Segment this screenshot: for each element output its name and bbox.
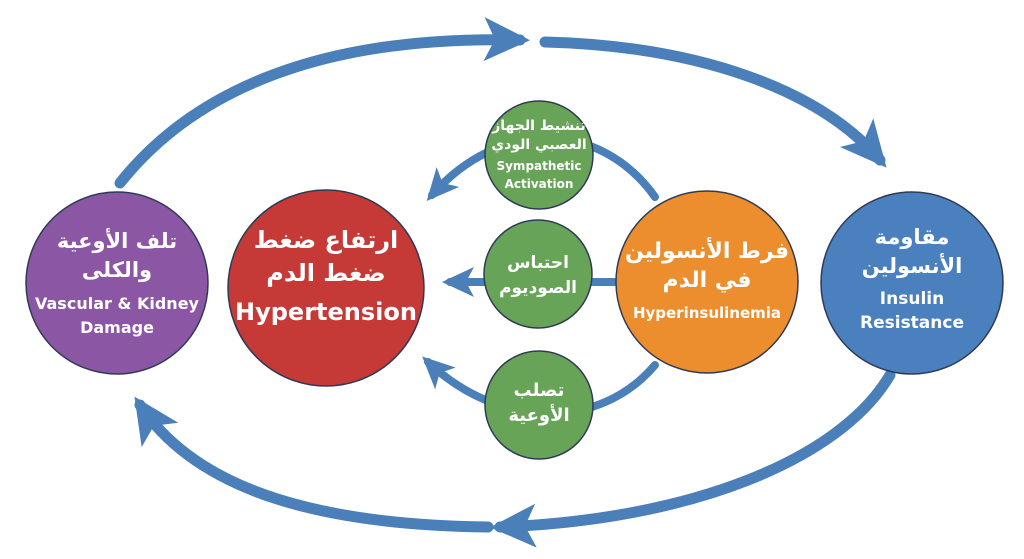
insulin-resistance-en-line1: Insulin xyxy=(880,289,944,309)
hypertension-ar-line1: ارتفاع ضغط xyxy=(254,226,399,254)
hypertension-ar-line2: ضغط الدم xyxy=(266,259,385,287)
hyperinsulinemia-node: فرط الأنسولين في الدم Hyperinsulinemia xyxy=(615,190,799,374)
insulin-resistance-node: مقاومة الأنسولين Insulin Resistance xyxy=(820,191,1004,375)
sympathetic-ar-line2: العصبي الودي xyxy=(491,137,586,154)
sympathetic-en-line1: Sympathetic xyxy=(496,159,581,173)
vascular-kidney-damage-node: تلف الأوعية والكلى Vascular & Kidney Dam… xyxy=(25,191,209,375)
sympathetic-activation-node: تنشيط الجهاز العصبي الودي Sympathetic Ac… xyxy=(484,100,594,210)
stiffness-ar-line1: تصلب xyxy=(514,380,565,401)
vascular-en-line2: Damage xyxy=(80,318,154,337)
vascular-ar-line2: والكلى xyxy=(82,258,152,282)
outer-cycle-arrows xyxy=(114,17,896,548)
vascular-ar-line1: تلف الأوعية xyxy=(57,227,177,253)
arrow-insulin-resistance-to-bottom xyxy=(490,369,896,548)
sodium-retention-node: احتباس الصوديوم xyxy=(483,219,593,329)
hyperinsulinemia-ar-line2: في الدم xyxy=(663,268,752,293)
arrow-vascular-to-top xyxy=(114,17,530,189)
insulin-resistance-ar-line1: مقاومة xyxy=(875,225,950,249)
hyperinsulinemia-en-line1: Hyperinsulinemia xyxy=(633,304,781,322)
arrow-bottom-to-vascular xyxy=(134,396,494,533)
insulin-resistance-ar-line2: الأنسولين xyxy=(862,252,963,278)
hypertension-en-line1: Hypertension xyxy=(235,298,417,326)
sympathetic-en-line2: Activation xyxy=(505,177,574,191)
hyperinsulinemia-ar-line1: فرط الأنسولين xyxy=(625,236,789,264)
sodium-ar-line2: الصوديوم xyxy=(499,278,577,298)
arrow-top-to-insulin-resistance xyxy=(539,36,887,168)
sympathetic-ar-line1: تنشيط الجهاز xyxy=(491,118,586,134)
stiffness-ar-line2: الأوعية xyxy=(508,404,569,426)
vascular-en-line1: Vascular & Kidney xyxy=(35,294,200,313)
hypertension-node: ارتفاع ضغط ضغط الدم Hypertension xyxy=(227,189,425,387)
insulin-resistance-en-line2: Resistance xyxy=(860,313,964,333)
vascular-stiffness-node: تصلب الأوعية xyxy=(484,350,594,460)
sodium-ar-line1: احتباس xyxy=(507,253,569,273)
